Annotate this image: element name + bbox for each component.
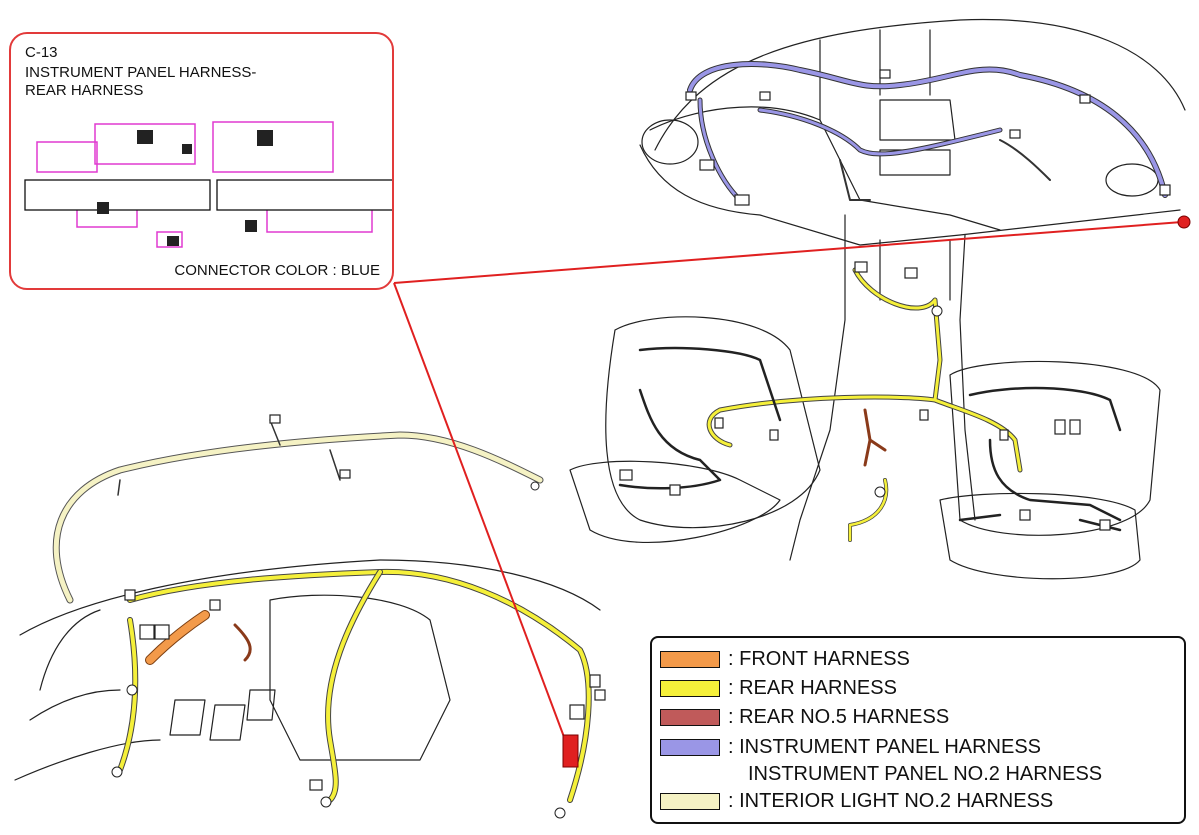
connector-callout [393, 221, 1183, 754]
legend-label: : REAR HARNESS [728, 677, 897, 699]
connector-detail-inset: C-13 INSTRUMENT PANEL HARNESS- REAR HARN… [9, 32, 394, 290]
legend-item-instrument-panel-harness: : INSTRUMENT PANEL HARNESS [660, 735, 1041, 759]
legend-label-instrument-panel-no2: INSTRUMENT PANEL NO.2 HARNESS [748, 763, 1103, 785]
legend-label: : INTERIOR LIGHT NO.2 HARNESS [728, 790, 1054, 812]
rear-harness-upper [707, 268, 1022, 472]
dashboard-outline [654, 18, 1186, 151]
legend-label: : FRONT HARNESS [728, 648, 910, 670]
connector-code: C-13 [25, 44, 58, 61]
callout-connector-upper [1177, 215, 1191, 229]
legend-label: : REAR NO.5 HARNESS [728, 706, 950, 728]
legend-swatch [660, 650, 720, 668]
legend-item-front-harness: : FRONT HARNESS [660, 647, 910, 671]
legend-swatch [660, 708, 720, 726]
right-seat-outline [949, 360, 1161, 536]
connector-color-label: CONNECTOR COLOR : BLUE [174, 262, 380, 279]
rear-harness-lower [128, 569, 591, 802]
left-seat-outline [605, 316, 821, 529]
legend-item-interior-light-harness: : INTERIOR LIGHT NO.2 HARNESS [660, 789, 1053, 813]
legend-swatch [660, 738, 720, 756]
legend-label: : INSTRUMENT PANEL HARNESS [728, 736, 1042, 758]
lower-dashboard-outline [19, 559, 601, 636]
callout-connector-lower [562, 734, 579, 768]
rear-no5-harness-right [863, 408, 887, 467]
instrument-panel-harness [688, 62, 1167, 197]
legend-swatch [660, 792, 720, 810]
legend-item-rear-no5-harness: : REAR NO.5 HARNESS [660, 705, 949, 729]
legend-swatch [660, 679, 720, 697]
inset-title: INSTRUMENT PANEL HARNESS- REAR HARNESS [25, 64, 257, 99]
connector-pin-diagram [24, 121, 392, 248]
legend-item-rear-harness: : REAR HARNESS [660, 676, 897, 700]
rear-no5-harness-left [233, 623, 252, 662]
harness-legend: : FRONT HARNESS : REAR HARNESS : REAR NO… [650, 636, 1186, 824]
